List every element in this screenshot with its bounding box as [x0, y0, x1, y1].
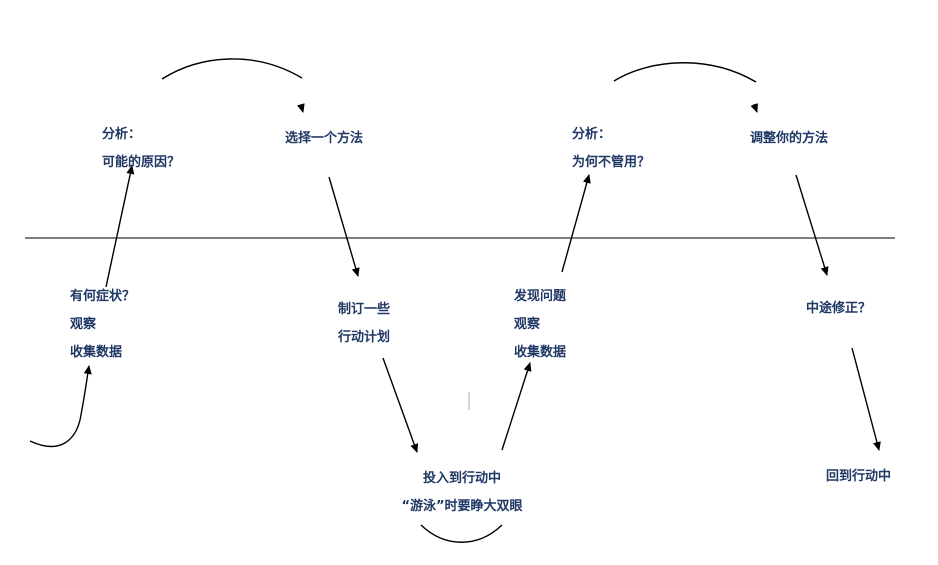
- arc-1-arrowhead: [296, 103, 305, 113]
- analyze-cause-line-1: 分析：: [102, 127, 142, 142]
- make-plan-line-2: 行动计划: [338, 330, 391, 345]
- node-symptoms: 有何症状？ 观察 收集数据: [70, 283, 135, 367]
- find-problem-line-3: 收集数据: [514, 345, 567, 360]
- find-problem-line-2: 观察: [514, 317, 541, 332]
- node-adjust-method: 调整你的方法: [750, 131, 828, 147]
- arrow-fix-to-action: [851, 347, 881, 451]
- adjust-method-line-1: 调整你的方法: [750, 131, 829, 146]
- node-make-plan: 制订一些 行动计划: [338, 296, 390, 352]
- make-plan-line-1: 制订一些: [338, 302, 391, 317]
- node-midway-fix: 中途修正？: [806, 301, 871, 317]
- symptoms-line-3: 收集数据: [70, 345, 123, 360]
- node-take-action: 投入到行动中 “游泳”时要睁大双眼: [382, 465, 542, 521]
- analyze-cause-line-2: 可能的原因？: [102, 155, 181, 170]
- bottom-arc: [420, 524, 503, 543]
- analyze-failure-line-2: 为何不管用？: [572, 155, 651, 170]
- back-to-action-line-1: 回到行动中: [826, 469, 892, 484]
- arc-analysis-to-adjust: [613, 62, 757, 83]
- entry-curve-arrow: [29, 365, 92, 448]
- arrow-method-to-plan: [328, 176, 360, 277]
- arrow-action-to-problem: [501, 362, 532, 451]
- analyze-failure-line-1: 分析：: [572, 127, 612, 142]
- symptoms-line-2: 观察: [70, 317, 97, 332]
- take-action-line-2: “游泳”时要睁大双眼: [401, 499, 523, 514]
- arrow-plan-to-action: [382, 357, 419, 453]
- node-back-to-action: 回到行动中: [826, 469, 891, 485]
- arrow-problem-to-analysis: [561, 174, 591, 273]
- arc-2-arrowhead: [750, 103, 758, 113]
- node-choose-method: 选择一个方法: [285, 131, 363, 147]
- arrow-adjust-to-fix: [795, 174, 829, 276]
- node-find-problem: 发现问题 观察 收集数据: [514, 283, 566, 367]
- midway-fix-line-1: 中途修正？: [806, 301, 872, 316]
- arc-analysis-to-method: [161, 58, 303, 80]
- node-analyze-cause: 分析： 可能的原因？: [102, 121, 180, 177]
- find-problem-line-1: 发现问题: [514, 289, 567, 304]
- arrow-symptoms-to-analysis: [105, 165, 135, 288]
- choose-method-line-1: 选择一个方法: [285, 131, 364, 146]
- take-action-line-1: 投入到行动中: [422, 471, 501, 486]
- symptoms-line-1: 有何症状？: [70, 289, 136, 304]
- node-analyze-failure: 分析： 为何不管用？: [572, 121, 650, 177]
